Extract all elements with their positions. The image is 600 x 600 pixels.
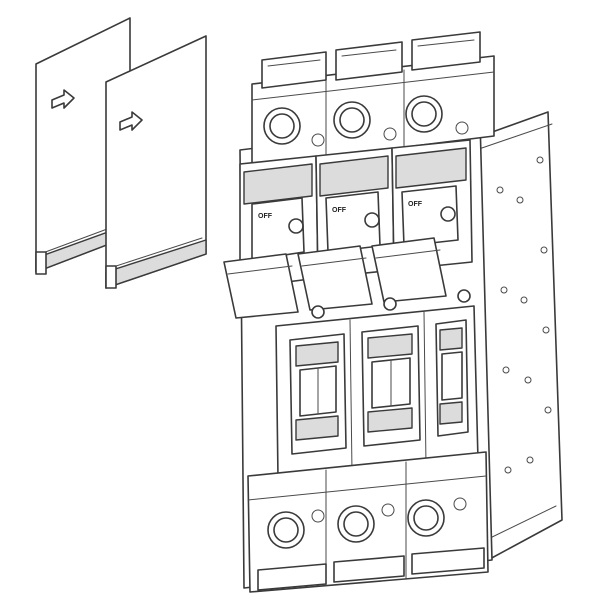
handle-label: OFF <box>332 207 347 214</box>
breaker-body: OFF OFF OFF <box>223 31 563 593</box>
pole-section-3: OFF <box>371 139 473 303</box>
trip-section <box>275 305 479 479</box>
arrow-right-icon <box>51 89 75 109</box>
pole-section-2: OFF <box>297 147 395 311</box>
handle-label: OFF <box>408 201 423 208</box>
arrow-right-icon <box>119 111 143 131</box>
handle-label: OFF <box>258 213 273 220</box>
phase-barrier-2 <box>105 35 207 289</box>
line-terminal-block <box>251 31 495 167</box>
load-terminal-block <box>247 451 489 593</box>
